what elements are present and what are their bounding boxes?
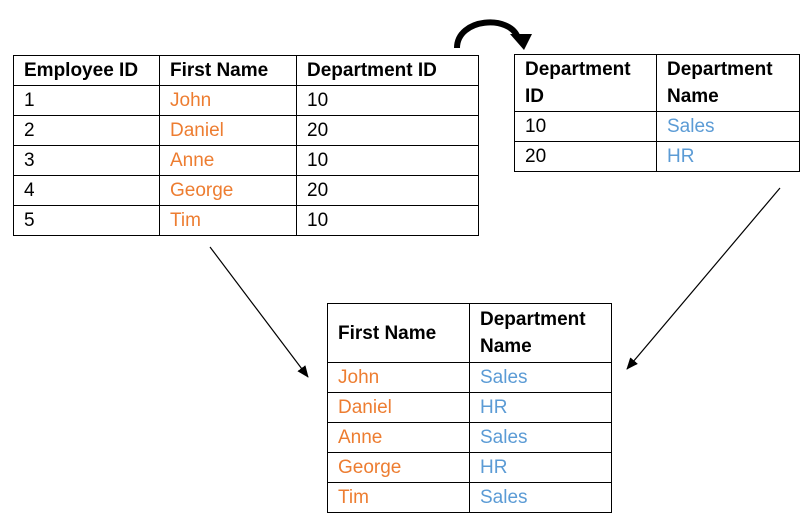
table-row: Daniel HR [327, 392, 612, 423]
table-row: 10 Sales [514, 111, 800, 142]
arrow-employees-to-result [209, 246, 309, 378]
table-header-row: Department ID Department Name [514, 54, 800, 112]
employee-id-cell: 1 [13, 85, 160, 116]
curved-arrow-icon [454, 19, 532, 50]
header-department-name: Department Name [656, 54, 800, 112]
table-row: 5 Tim 10 [13, 205, 479, 236]
first-name-cell: Daniel [159, 115, 297, 146]
department-name-cell: HR [469, 452, 612, 483]
header-department-id: Department ID [296, 55, 479, 86]
table-header-row: First Name Department Name [327, 303, 612, 363]
result-table: First Name Department Name John Sales Da… [327, 303, 612, 513]
first-name-cell: John [327, 362, 470, 393]
first-name-cell: Anne [327, 422, 470, 453]
header-employee-id: Employee ID [13, 55, 160, 86]
header-department-id: Department ID [514, 54, 657, 112]
department-id-cell: 10 [296, 85, 479, 116]
table-row: Anne Sales [327, 422, 612, 453]
employee-id-cell: 3 [13, 145, 160, 176]
department-id-cell: 20 [296, 175, 479, 206]
employees-table: Employee ID First Name Department ID 1 J… [13, 55, 479, 236]
departments-table: Department ID Department Name 10 Sales 2… [514, 54, 800, 172]
table-row: Tim Sales [327, 482, 612, 513]
first-name-cell: Anne [159, 145, 297, 176]
table-row: 3 Anne 10 [13, 145, 479, 176]
employee-id-cell: 4 [13, 175, 160, 206]
arrow-departments-to-result [626, 187, 781, 370]
table-row: 2 Daniel 20 [13, 115, 479, 146]
first-name-cell: Daniel [327, 392, 470, 423]
first-name-cell: George [159, 175, 297, 206]
department-id-cell: 10 [296, 205, 479, 236]
department-name-cell: Sales [656, 111, 800, 142]
table-row: 20 HR [514, 141, 800, 172]
header-first-name: First Name [327, 303, 470, 363]
table-row: 1 John 10 [13, 85, 479, 116]
header-department-name: Department Name [469, 303, 612, 363]
department-name-cell: Sales [469, 482, 612, 513]
table-row: George HR [327, 452, 612, 483]
department-id-cell: 20 [296, 115, 479, 146]
department-id-cell: 10 [296, 145, 479, 176]
table-header-row: Employee ID First Name Department ID [13, 55, 479, 86]
first-name-cell: Tim [159, 205, 297, 236]
table-row: 4 George 20 [13, 175, 479, 206]
department-name-cell: HR [656, 141, 800, 172]
first-name-cell: George [327, 452, 470, 483]
first-name-cell: Tim [327, 482, 470, 513]
department-name-cell: Sales [469, 422, 612, 453]
department-id-cell: 20 [514, 141, 657, 172]
department-name-cell: Sales [469, 362, 612, 393]
employee-id-cell: 2 [13, 115, 160, 146]
department-name-cell: HR [469, 392, 612, 423]
first-name-cell: John [159, 85, 297, 116]
department-id-cell: 10 [514, 111, 657, 142]
header-first-name: First Name [159, 55, 297, 86]
table-row: John Sales [327, 362, 612, 393]
employee-id-cell: 5 [13, 205, 160, 236]
